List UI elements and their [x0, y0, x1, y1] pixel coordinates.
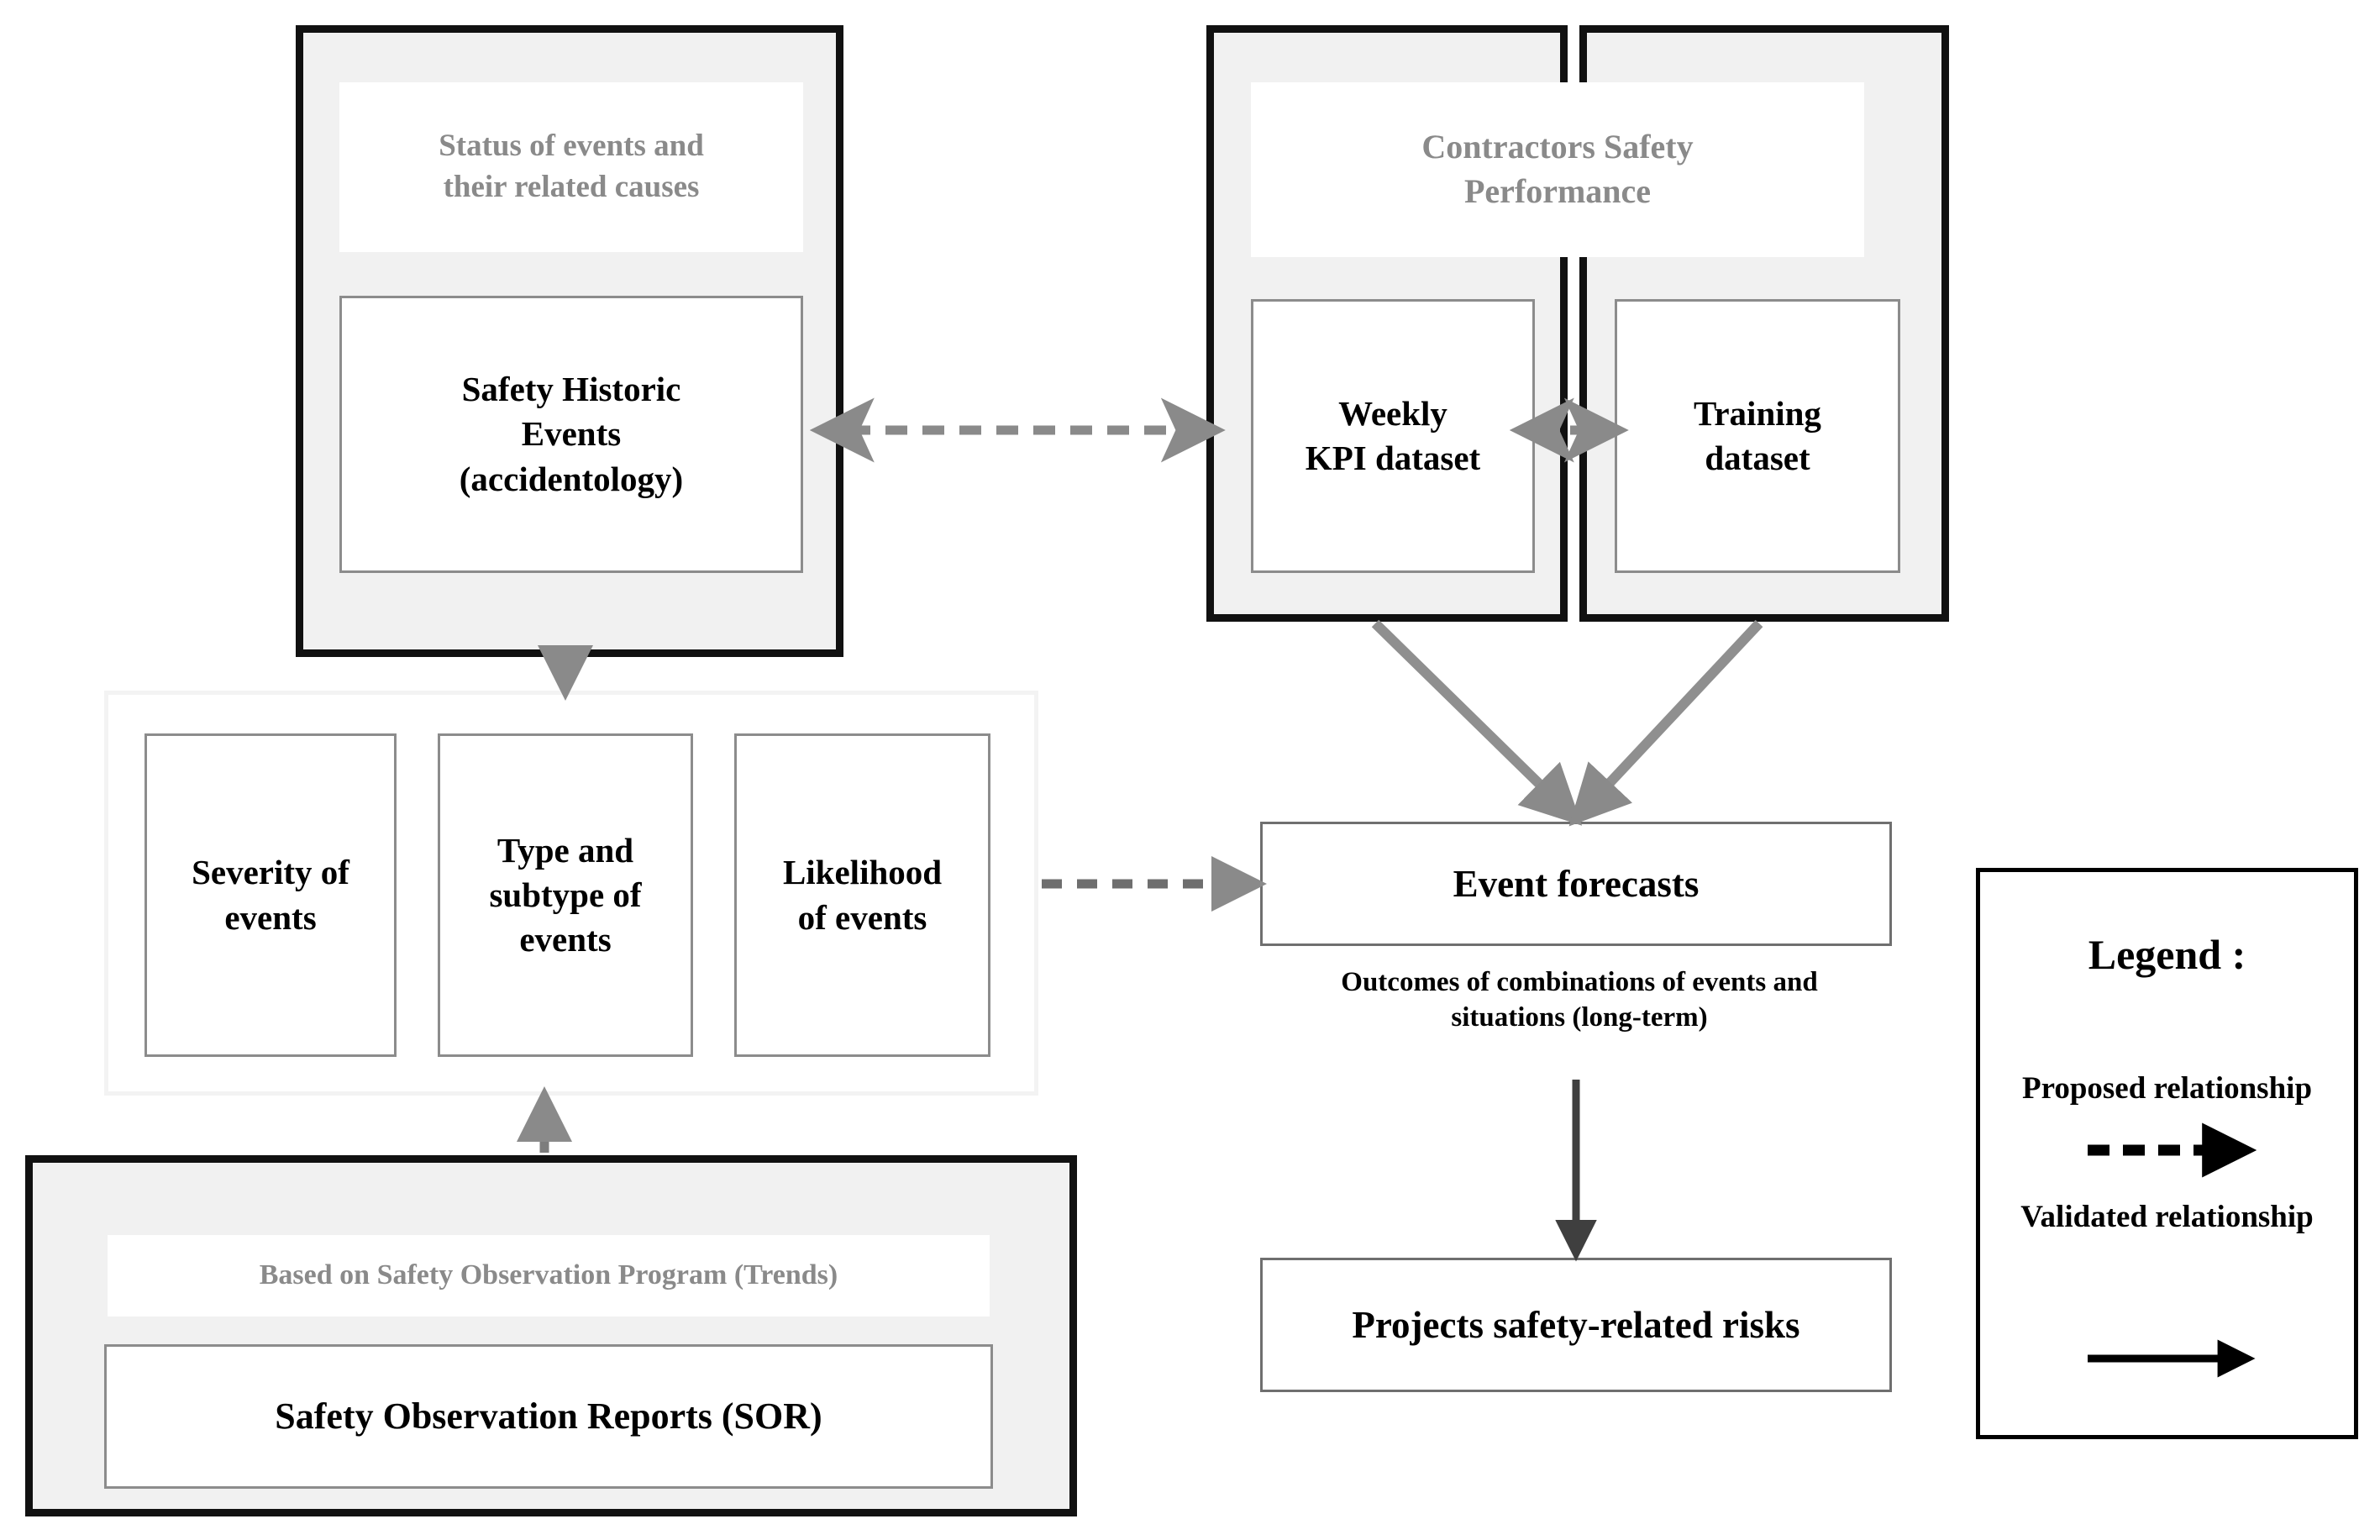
box-line-1: Severity of — [192, 853, 349, 892]
node-line-2: dataset — [1705, 439, 1810, 477]
arrow-weekly-kpi-to-event-forecasts — [1371, 619, 1583, 826]
node-safety-observation-reports[interactable]: Safety Observation Reports (SOR) — [104, 1344, 993, 1489]
arrow-training-dataset-to-event-forecasts — [1568, 619, 1763, 827]
box-line-1: Likelihood — [782, 853, 943, 892]
node-line-1: Weekly — [1338, 393, 1447, 433]
caption-line-1: Status of events and — [439, 129, 704, 164]
caption-status-of-events: Status of events and their related cause… — [339, 82, 803, 252]
node-line-3: (accidentology) — [459, 459, 684, 498]
box-line-1: Type and — [496, 830, 634, 870]
node-line-2: KPI dataset — [1305, 439, 1481, 477]
node-label: Event forecasts — [1453, 863, 1700, 905]
node-label: Safety Observation Reports (SOR) — [275, 1395, 822, 1438]
node-severity-of-events[interactable]: Severity of events — [144, 733, 397, 1057]
caption-line-2: their related causes — [443, 170, 700, 204]
node-weekly-kpi-dataset[interactable]: Weekly KPI dataset — [1251, 299, 1535, 573]
node-line-2: Events — [521, 414, 622, 454]
caption-contractors-safety-performance: Contractors Safety Performance — [1251, 82, 1864, 257]
caption-based-on-safety-observation-program: Based on Safety Observation Program (Tre… — [108, 1235, 990, 1317]
node-safety-historic-events[interactable]: Safety Historic Events (accidentology) — [339, 296, 803, 573]
box-line-2: subtype of — [489, 875, 642, 914]
legend-item-proposed-label: Proposed relationship — [2021, 1071, 2313, 1106]
box-line-2: of events — [797, 897, 927, 937]
node-line-1: Training — [1694, 393, 1821, 433]
node-event-forecasts[interactable]: Event forecasts — [1260, 822, 1892, 946]
box-line-2: events — [224, 897, 317, 937]
node-projects-safety-related-risks[interactable]: Projects safety-related risks — [1260, 1258, 1892, 1392]
node-label: Projects safety-related risks — [1352, 1304, 1800, 1346]
node-line-1: Safety Historic — [461, 370, 681, 409]
box-line-3: events — [519, 920, 612, 959]
legend-item-validated-label: Validated relationship — [2020, 1200, 2314, 1234]
caption-line-1: Contractors Safety — [1421, 128, 1694, 166]
node-type-subtype-of-events[interactable]: Type and subtype of events — [438, 733, 693, 1057]
node-training-dataset[interactable]: Training dataset — [1615, 299, 1900, 573]
subtitle-line-2: situations (long-term) — [1451, 1002, 1708, 1033]
text-event-forecasts-subtitle: Outcomes of combinations of events and s… — [1243, 964, 1915, 1035]
node-likelihood-of-events[interactable]: Likelihood of events — [734, 733, 990, 1057]
caption-line-2: Performance — [1463, 172, 1652, 210]
legend-title: Legend : — [2088, 931, 2246, 978]
caption-line-1: Based on Safety Observation Program (Tre… — [259, 1259, 838, 1291]
subtitle-line-1: Outcomes of combinations of events and — [1341, 967, 1818, 997]
